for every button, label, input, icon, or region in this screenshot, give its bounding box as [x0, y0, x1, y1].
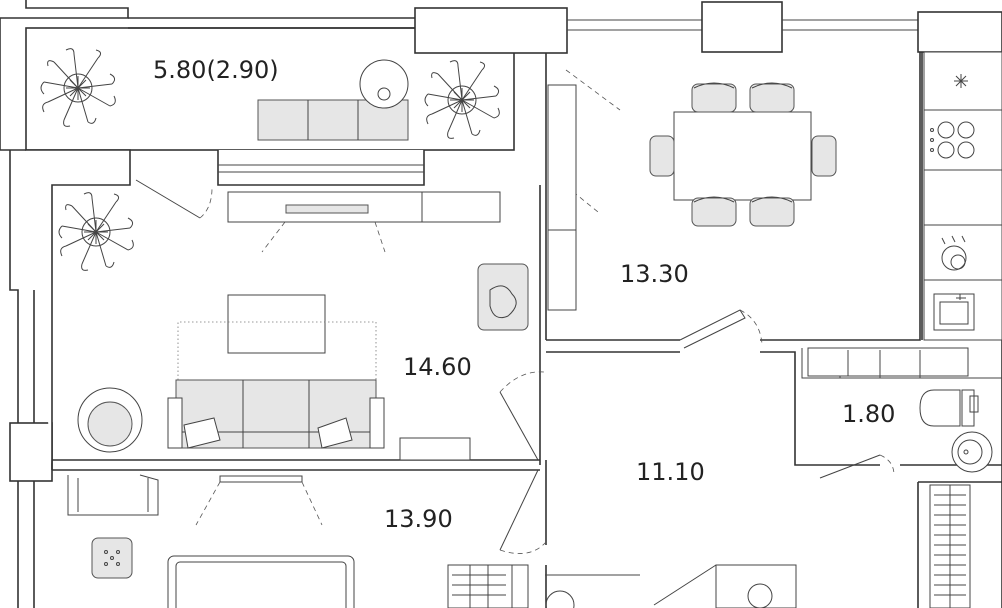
- tv: [285, 204, 369, 214]
- bathroom-fixtures: [801, 347, 1002, 473]
- washing-machine: [715, 564, 797, 608]
- room-area-bathroom: 1.80: [842, 400, 896, 428]
- hall-storage: [447, 564, 797, 608]
- balcony-walls: [26, 149, 425, 470]
- balcony-table: [359, 59, 409, 109]
- wall-cabinet: [547, 84, 577, 231]
- balcony-furniture: [40, 48, 500, 141]
- chair: [749, 82, 795, 113]
- cabinet: [399, 437, 471, 461]
- chair: [691, 82, 737, 113]
- living-room-furniture: [58, 191, 529, 461]
- room-area-kitchen: 13.30: [620, 260, 689, 288]
- coffee-table: [227, 294, 326, 354]
- chair: [649, 135, 675, 177]
- kitchen-counter: [923, 51, 1002, 341]
- column-left: [9, 422, 53, 482]
- room-area-bedroom: 13.90: [384, 505, 453, 533]
- chair: [811, 135, 837, 177]
- doors: [499, 69, 895, 606]
- bed: [167, 555, 355, 608]
- bedroom-furniture: [67, 474, 355, 608]
- room-area-hallway: 11.10: [636, 458, 705, 486]
- interior-walls: [52, 52, 1002, 608]
- column-top-right: [917, 11, 1002, 53]
- column-top: [701, 1, 783, 53]
- nightstand: [91, 537, 133, 579]
- chair: [749, 196, 795, 227]
- dining-table: [673, 111, 812, 201]
- chair: [691, 196, 737, 227]
- room-area-balcony: 5.80(2.90): [153, 56, 279, 84]
- kitchen-furniture: [547, 51, 1002, 341]
- room-area-living-room: 14.60: [403, 353, 472, 381]
- pet-bed: [477, 263, 529, 331]
- radiator: [929, 484, 971, 608]
- toilet: [919, 389, 961, 427]
- washbasin: [951, 431, 993, 473]
- plant-icon: [58, 192, 134, 271]
